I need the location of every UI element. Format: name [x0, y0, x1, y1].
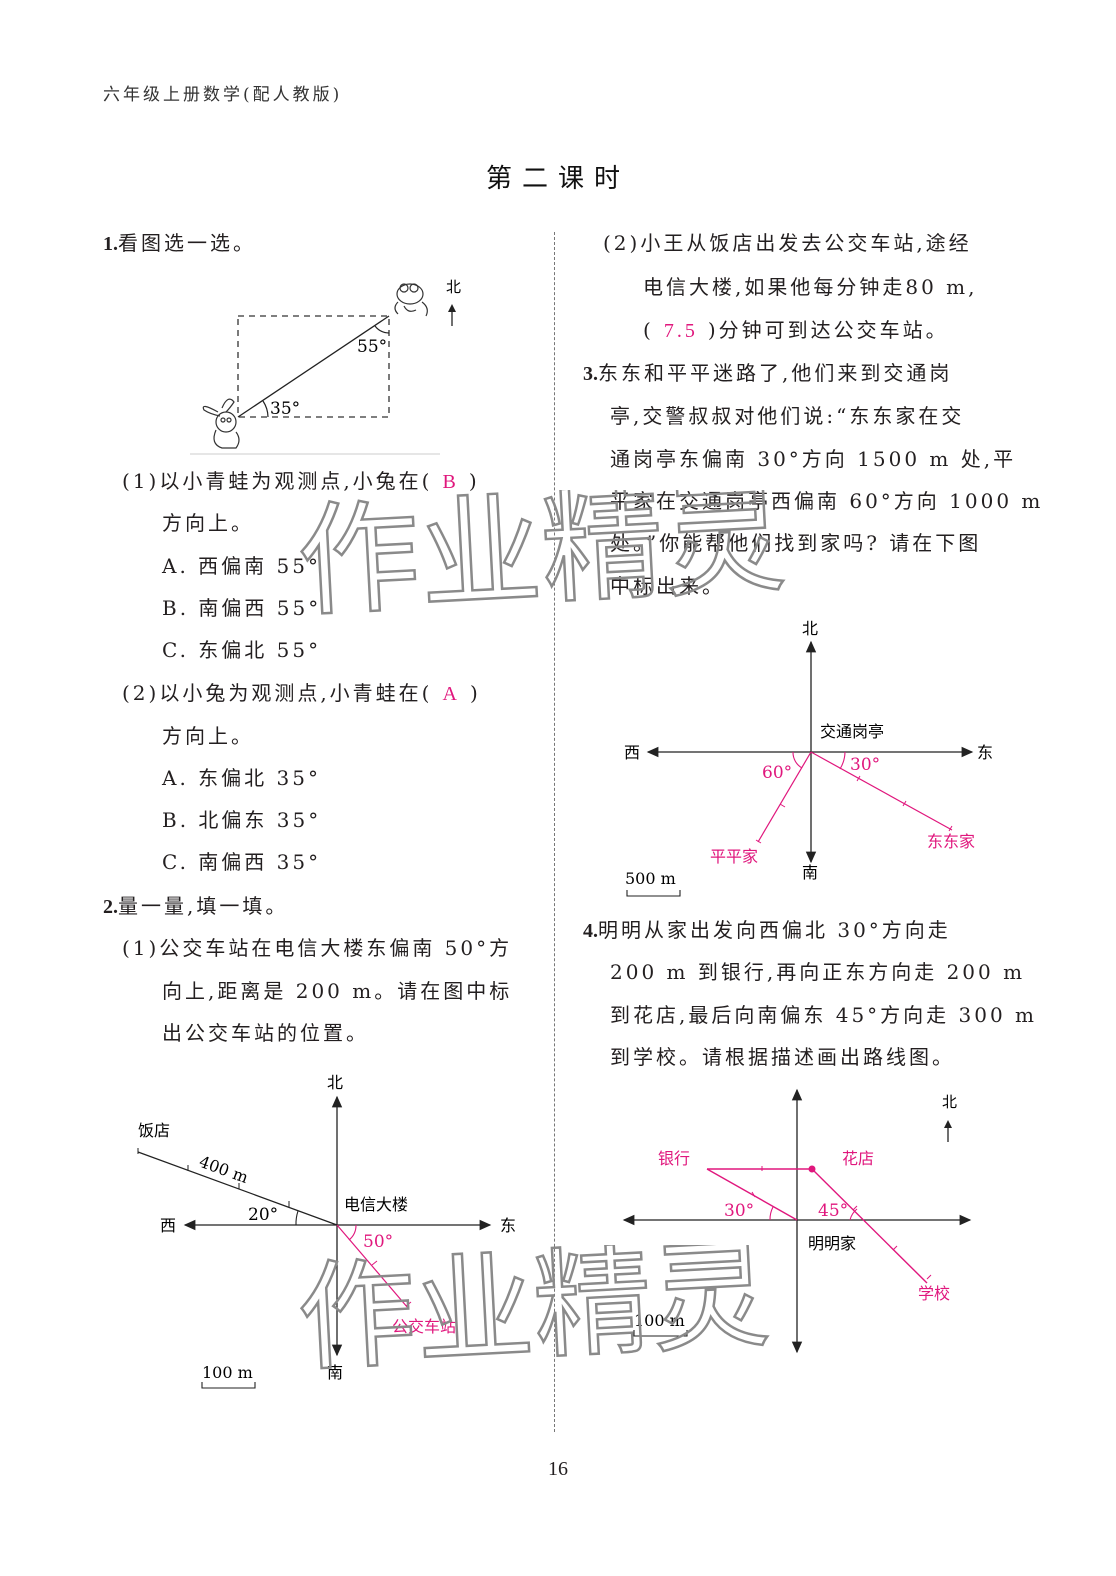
q1-sub1-answer: B	[442, 471, 459, 493]
north-label: 北	[802, 619, 818, 638]
q1-sub2-option-b: B. 北偏东 35°	[162, 808, 322, 832]
south-label: 南	[327, 1363, 343, 1382]
q1-sub1-option-b: B. 南偏西 55°	[162, 596, 322, 620]
q3-compass-figure: 北 南 东 西 交通岗亭 60° 平平家 30° 东东家 500 m	[624, 619, 993, 897]
q2-sub1-line2: 向上,距离是 200 m。请在图中标	[162, 979, 513, 1003]
q1-sub1-option-c: C. 东偏北 55°	[162, 638, 322, 662]
center-label: 交通岗亭	[820, 722, 884, 741]
rabbit-icon	[202, 398, 240, 449]
north-label: 北	[942, 1093, 957, 1111]
dongdong-home-label: 东东家	[927, 832, 975, 851]
q4-line3: 到花店,最后向南偏东 45°方向走 300 m	[610, 1003, 1038, 1027]
q2-sub2-answer: 7.5	[663, 320, 698, 342]
west-label: 西	[624, 743, 640, 762]
angle-35-label: 35°	[270, 399, 300, 419]
q2-sub1-line3: 出公交车站的位置。	[162, 1021, 369, 1045]
q1-sub1-option-a: A. 西偏南 55°	[162, 554, 321, 578]
angle-30-label: 30°	[850, 755, 880, 775]
school-label: 学校	[918, 1284, 950, 1303]
east-label: 东	[500, 1216, 516, 1235]
q3-line3: 通岗亭东偏南 30°方向 1500 m 处,平	[610, 447, 1017, 471]
south-label: 南	[802, 863, 818, 882]
q2-sub1-line1: (1)公交车站在电信大楼东偏南 50°方	[122, 936, 513, 960]
scale-label: 100 m	[202, 1363, 253, 1382]
center-label: 明明家	[808, 1234, 856, 1253]
angle-50-label: 50°	[363, 1232, 393, 1252]
q1-sub1: (1)以小青蛙为观测点,小兔在(B)	[122, 469, 480, 493]
scale-bar	[626, 890, 681, 897]
q2-sub2-line3: (7.5)分钟可到达公交车站。	[643, 318, 949, 342]
q2-compass-figure: 北 南 东 西 电信大楼 饭店 400 m 20° 50° 公交车站 100 m	[137, 1073, 516, 1389]
east-label: 东	[977, 743, 993, 762]
column-divider	[554, 232, 555, 1432]
q4-line4: 到学校。请根据描述画出路线图。	[610, 1045, 955, 1069]
q1-sub1-cont: 方向上。	[162, 511, 254, 535]
q1-sub2: (2)以小兔为观测点,小青蛙在(A)	[122, 681, 481, 705]
q1-sub2-answer: A	[442, 683, 460, 705]
q4-line1: 4.明明从家出发向西偏北 30°方向走	[583, 918, 951, 942]
angle-20-label: 20°	[248, 1205, 278, 1225]
dashed-rectangle	[237, 315, 390, 418]
q2-sub2-line2: 电信大楼,如果他每分钟走80 m,	[643, 275, 978, 299]
q2-heading: 2.量一量,填一填。	[103, 894, 289, 918]
q1-number: 1.	[103, 233, 118, 255]
angle-30-label: 30°	[724, 1201, 754, 1221]
q3-line6: 中标出来。	[610, 574, 725, 598]
flower-shop-dot	[808, 1165, 816, 1173]
q4-line2: 200 m 到银行,再向正东方向走 200 m	[610, 960, 1026, 984]
bus-stop-label: 公交车站	[392, 1317, 456, 1336]
q3-line5: 处。”你能帮他们找到家吗? 请在下图	[610, 531, 982, 555]
flower-shop-label: 花店	[842, 1149, 874, 1168]
distance-label: 400 m	[197, 1152, 251, 1187]
angle-60-label: 60°	[762, 763, 792, 783]
north-label: 北	[327, 1073, 343, 1092]
q3-line2: 亭,交警叔叔对他们说:“东东家在交	[610, 404, 965, 428]
q1-sub2-option-c: C. 南偏西 35°	[162, 850, 322, 874]
q3-line4: 平家在交通岗亭西偏南 60°方向 1000 m	[610, 489, 1044, 513]
west-label: 西	[160, 1216, 176, 1235]
page-number: 16	[548, 1458, 568, 1480]
scale-bar	[201, 1382, 256, 1389]
page-title: 第二课时	[485, 164, 630, 194]
north-label: 北	[446, 278, 461, 296]
pingping-home-label: 平平家	[710, 847, 758, 866]
q3-line1: 3.东东和平平迷路了,他们来到交通岗	[583, 361, 953, 385]
angle-45-label: 45°	[818, 1201, 848, 1221]
frog-icon	[394, 283, 428, 317]
angle-55-label: 55°	[357, 337, 387, 357]
q2-sub2-line1: (2)小王从饭店出发去公交车站,途经	[603, 231, 972, 255]
scale-bar	[633, 1330, 688, 1337]
q1-prompt: 看图选一选。	[118, 231, 256, 255]
q1-sub2-cont: 方向上。	[162, 724, 254, 748]
bank-label: 银行	[658, 1149, 690, 1168]
center-label: 电信大楼	[344, 1195, 408, 1214]
q1-heading: 1.看图选一选。	[103, 222, 256, 265]
book-header: 六年级上册数学(配人教版)	[103, 85, 343, 105]
q1-figure: 35° 55° 北	[190, 278, 461, 455]
q1-sub2-option-a: A. 东偏北 35°	[162, 766, 321, 790]
q4-route-figure: 明明家 北 30° 45° 银行 花店 学校 100 m	[622, 1088, 972, 1354]
restaurant-label: 饭店	[138, 1121, 170, 1140]
scale-label: 500 m	[625, 869, 676, 888]
scale-label: 100 m	[634, 1311, 685, 1330]
